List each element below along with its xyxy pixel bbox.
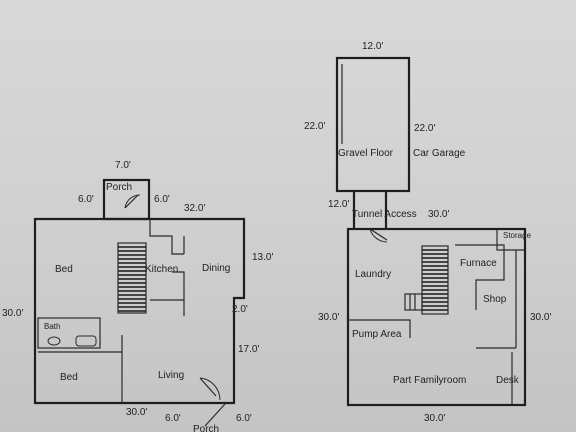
- garage-width-dim: 12.0': [362, 41, 383, 52]
- basement-stair-outline: [421, 245, 449, 315]
- dim-top-width: 32.0': [184, 203, 205, 214]
- basement-stair-treads: [422, 249, 448, 311]
- garage-right-depth-dim: 22.0': [414, 123, 435, 134]
- room-porch-top: Porch: [106, 182, 132, 193]
- room-bed-lower: Bed: [60, 372, 78, 383]
- dim-porch-right: 6.0': [154, 194, 170, 205]
- room-desk: Desk: [496, 375, 520, 386]
- room-living: Living: [158, 370, 184, 381]
- top-porch-outline: [102, 178, 151, 221]
- tunnel-access-label: Tunnel Access: [352, 209, 417, 220]
- living-door-swing: [199, 377, 221, 401]
- landing-steps: [404, 293, 423, 311]
- basement-outer-wall: [346, 227, 527, 407]
- bath-tub: [75, 335, 97, 347]
- room-bath: Bath: [44, 322, 60, 331]
- basement-bottom-dim: 30.0': [424, 413, 445, 424]
- pump-area-wall: [348, 319, 411, 338]
- bath-sink: [47, 336, 61, 346]
- dim-bottom-width: 30.0': [126, 407, 147, 418]
- basement-left-dim: 30.0': [318, 312, 339, 323]
- dim-bottom-porch-left: 6.0': [165, 413, 181, 424]
- dim-left-height: 30.0': [2, 308, 23, 319]
- garage-floor-label: Gravel Floor: [338, 148, 394, 159]
- room-bed-upper: Bed: [55, 264, 73, 275]
- kitchen-partition: [149, 219, 184, 255]
- room-pump-area: Pump Area: [352, 329, 402, 340]
- garage-plan: 12.0' 22.0' 22.0' Gravel Floor Car Garag…: [304, 41, 466, 229]
- tunnel-door-line: [369, 228, 388, 241]
- furnace-shop-wall: [455, 244, 505, 310]
- house-stair-outline: [117, 242, 147, 314]
- bottom-porch-line: [204, 403, 226, 427]
- house-stair-treads: [118, 246, 146, 312]
- room-kitchen: Kitchen: [145, 264, 178, 275]
- dim-right-jog: 2.0': [232, 304, 248, 315]
- garage-left-depth-dim: 22.0': [304, 121, 325, 132]
- house-outer-wall: [33, 217, 246, 405]
- porch-door-swing: [124, 194, 141, 209]
- room-porch-bottom: Porch: [193, 424, 219, 432]
- kitchen-partition-lower: [150, 271, 185, 301]
- tunnel-dim: 30.0': [428, 209, 449, 220]
- basement-plan: Storage Laundry Furnace Shop Pump Area P…: [318, 227, 551, 424]
- basement-right-dim: 30.0': [530, 312, 551, 323]
- bath-outline: [37, 317, 101, 349]
- room-dining: Dining: [202, 263, 230, 274]
- garage-car-label: Car Garage: [413, 148, 466, 159]
- living-door-line: [199, 377, 217, 397]
- house-plan: Bed Kitchen Dining Bath Bed Living Porch…: [2, 160, 273, 432]
- dim-porch-left: 6.0': [78, 194, 94, 205]
- room-family: Part Familyroom: [393, 375, 466, 386]
- tunnel-door-swing: [369, 228, 388, 243]
- room-furnace: Furnace: [460, 258, 497, 269]
- porch-door-line: [124, 194, 139, 209]
- tunnel-width-dim: 12.0': [328, 199, 349, 210]
- room-storage: Storage: [503, 231, 532, 240]
- dim-right-lower: 17.0': [238, 344, 259, 355]
- garage-outline: [335, 56, 411, 193]
- room-laundry: Laundry: [355, 269, 391, 280]
- room-shop: Shop: [483, 294, 507, 305]
- dim-bottom-porch-right: 6.0': [236, 413, 252, 424]
- dim-right-upper: 13.0': [252, 252, 273, 263]
- dim-porch-width: 7.0': [115, 160, 131, 171]
